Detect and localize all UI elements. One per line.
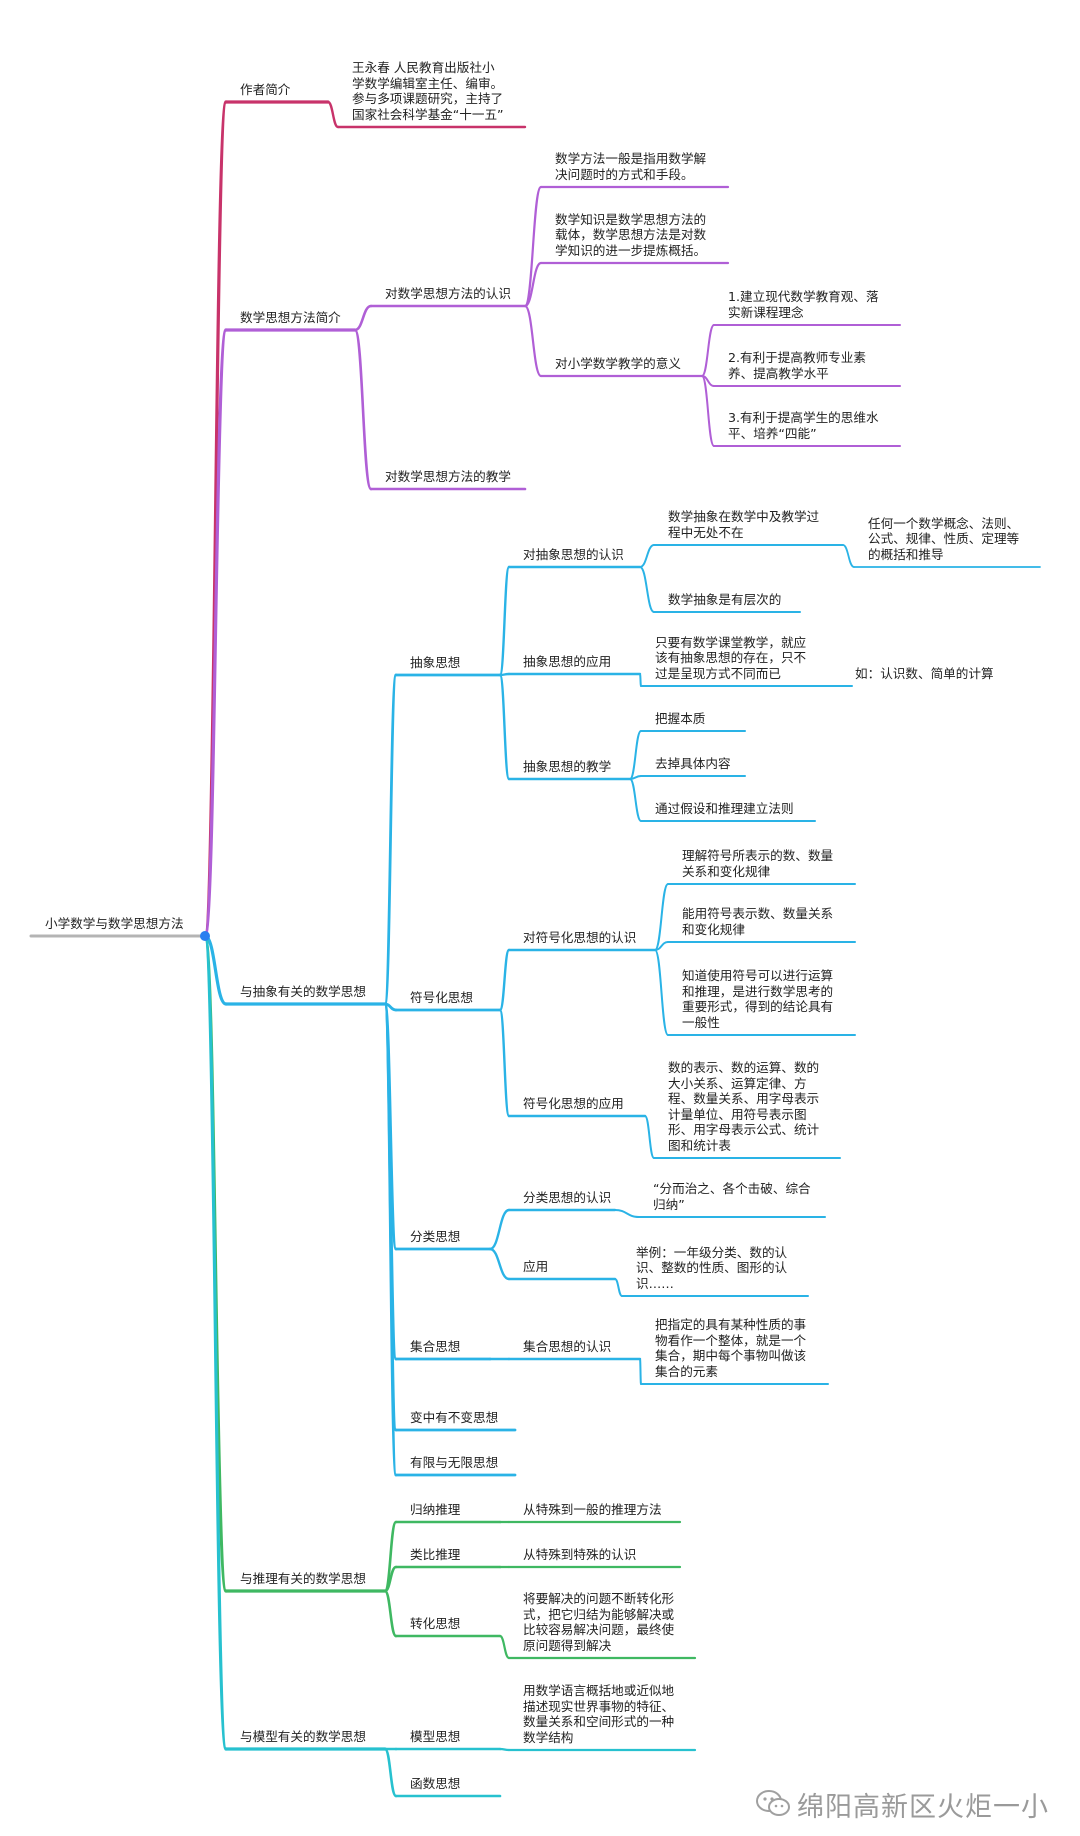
node-e00: 用数学语言概括地或近似地 描述现实世界事物的特征、 数量关系和空间形式的一种 数… [523,1683,675,1745]
link-root-a [203,100,228,938]
node-c0000: 任何一个数学概念、法则、 公式、规律、性质、定理等 的概括和推导 [868,515,1020,562]
node-a0: 王永春 人民教育出版社小 学数学编辑室主任、编审。 参与多项课题研究，主持了 国… [352,60,504,122]
node-d2: 转化思想 [410,1615,461,1631]
link-c30-c300 [639,1358,642,1385]
node-c102: 知道使用符号可以进行运算 和推理，是进行数学思考的 重要形式，得到的结论具有 一… [682,968,834,1030]
link-d-d2 [383,1589,398,1638]
node-r: 小学数学与数学思想方法 [45,915,184,931]
node-e: 与模型有关的数学思想 [240,1728,366,1744]
link-c1-c10 [498,948,511,1012]
root-connector-dot [200,931,210,941]
link-c01-c010 [639,673,642,687]
node-c0: 抽象思想 [410,654,461,670]
node-c110: 数的表示、数的运算、数的 大小关系、运算定律、方 程、数量关系、用字母表示 计量… [668,1060,820,1153]
wechat-icon [755,1789,791,1819]
node-c100: 理解符号所表示的数、数量 关系和变化规律 [682,848,834,879]
link-c-c0 [383,673,398,1006]
link-c2-c20 [488,1208,511,1251]
link-c02-c020 [629,730,642,780]
link-b0-b01 [523,261,543,308]
node-d: 与推理有关的数学思想 [240,1570,366,1586]
node-c200: “分而治之、各个击破、综合 归纳” [653,1181,811,1212]
node-c21: 应用 [523,1258,549,1274]
node-c02: 抽象思想的教学 [523,758,612,774]
link-b0-b00 [523,185,543,308]
link-c10-c102 [654,949,669,1036]
watermark-text: 绵阳高新区火炬一小 [797,1791,1049,1823]
link-c-c5 [383,1002,398,1477]
node-c000: 数学抽象在数学中及教学过 程中无处不在 [668,509,820,540]
node-c022: 通过假设和推理建立法则 [655,800,794,816]
node-c1: 符号化思想 [410,989,473,1005]
link-c0-c01 [498,672,511,677]
node-e1: 函数思想 [410,1775,461,1791]
link-b0-b02 [523,304,543,378]
link-c000-c0000 [842,544,855,568]
node-b1: 对数学思想方法的教学 [385,468,511,484]
node-d0: 归纳推理 [410,1501,461,1517]
link-c10-c100 [654,883,669,951]
link-e-e1 [383,1747,398,1798]
node-c00: 对抽象思想的认识 [523,546,624,562]
node-c11: 符号化思想的应用 [523,1095,624,1111]
node-c3: 集合思想 [410,1338,461,1354]
node-b01: 数学知识是数学思想方法的 载体，数学思想方法是对数 学知识的进一步提炼概括。 [555,211,707,258]
link-c00-c000 [639,544,655,568]
node-c010: 只要有数学课堂教学，就应 该有抽象思想的存在，只不 过是呈现方式不同而已 [655,634,807,681]
node-c0100: 如：认识数、简单的计算 [855,665,994,681]
link-b-b1 [353,328,373,491]
link-e0-e00 [498,1747,511,1752]
node-b0: 对数学思想方法的认识 [385,285,511,301]
link-a-a0 [326,100,340,129]
link-b-b0 [353,304,373,332]
link-c02-c022 [629,778,642,822]
node-e0: 模型思想 [410,1728,461,1744]
node-d20: 将要解决的问题不断转化形 式，把它归结为能够解决或 比较容易解决问题，最终使 原… [523,1591,675,1653]
node-b00: 数学方法一般是指用数学解 决问题时的方式和手段。 [555,151,707,182]
node-c20: 分类思想的认识 [523,1189,612,1205]
link-c10-c101 [654,941,669,951]
link-c0-c00 [498,565,511,677]
link-c21-c210 [614,1278,623,1297]
node-b02: 对小学数学教学的意义 [555,355,681,371]
link-c20-c200 [614,1209,640,1218]
node-c10: 对符号化思想的认识 [523,929,637,945]
link-d2-d20 [498,1634,511,1660]
link-root-b [203,328,228,938]
node-c5: 有限与无限思想 [410,1454,499,1470]
node-c01: 抽象思想的应用 [523,653,612,669]
node-c210: 举例：一年级分类、数的认 识、整数的性质、图形的认 识…… [636,1244,788,1291]
node-c020: 把握本质 [655,710,706,726]
link-c0-c02 [498,673,511,781]
link-b02-b022 [701,375,715,447]
node-c: 与抽象有关的数学思想 [240,983,366,999]
node-d10: 从特殊到特殊的认识 [523,1546,637,1562]
node-b021: 2.有利于提高教师专业素 养、提高教学水平 [728,350,866,381]
node-b: 数学思想方法简介 [240,309,341,325]
node-c4: 变中有不变思想 [410,1409,499,1425]
node-d00: 从特殊到一般的推理方法 [523,1501,662,1517]
node-c021: 去掉具体内容 [655,755,731,771]
link-c11-c110 [644,1115,655,1159]
node-c001: 数学抽象是有层次的 [668,591,782,607]
node-b022: 3.有利于提高学生的思维水 平、培养“四能” [728,410,879,441]
link-c2-c21 [488,1247,511,1281]
node-d1: 类比推理 [410,1546,461,1562]
link-b02-b020 [701,324,715,377]
node-a: 作者简介 [240,81,291,97]
node-c30: 集合思想的认识 [523,1338,612,1354]
node-c300: 把指定的具有某种性质的事 物看作一个整体，就是一个 集合，期中每个事物叫做该 集… [655,1317,807,1379]
link-c1-c11 [498,1008,511,1118]
link-root-e [203,934,228,1751]
node-c101: 能用符号表示数、数量关系 和变化规律 [682,906,834,937]
node-c2: 分类思想 [410,1228,461,1244]
node-b020: 1.建立现代数学教育观、落 实新课程理念 [728,289,879,320]
watermark: 绵阳高新区火炬一小 [755,1784,1049,1824]
link-c00-c001 [639,566,655,613]
